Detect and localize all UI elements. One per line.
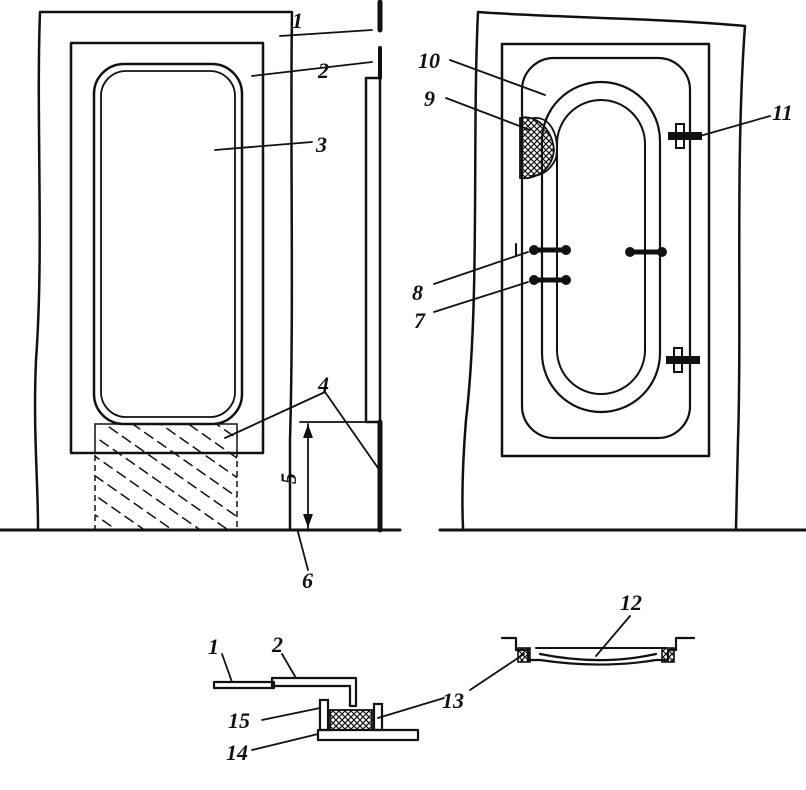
dimension-arrow-bottom <box>303 514 313 528</box>
leader-4 <box>224 391 379 469</box>
door-seal-right <box>661 647 675 663</box>
door-section-inner <box>538 652 658 662</box>
door-plate-outline <box>461 10 747 530</box>
label-6: 6 <box>302 568 313 593</box>
section-flange-left <box>318 698 330 732</box>
section-base-14 <box>316 728 420 742</box>
leader-9 <box>445 97 531 131</box>
leader-8 <box>433 251 529 285</box>
door-opening-inner <box>100 70 236 418</box>
clamp-right <box>625 247 667 257</box>
oval-stiffener-inner <box>556 99 646 395</box>
seal-hatched <box>519 116 555 180</box>
right-view: 10 9 11 8 7 <box>412 10 806 532</box>
leader-6 <box>297 531 309 571</box>
label-s1: 1 <box>208 634 219 659</box>
door-opening-outer <box>92 62 244 426</box>
label-15: 15 <box>228 708 250 733</box>
label-8: 8 <box>412 280 423 305</box>
leader-15 <box>261 707 321 721</box>
bottom-section: 1 2 15 14 13 <box>208 632 525 765</box>
leader-2 <box>251 61 373 77</box>
label-9: 9 <box>424 86 435 111</box>
leader-s1 <box>221 653 233 683</box>
leader-13a <box>377 697 445 719</box>
label-4: 4 <box>317 372 329 397</box>
hinge-upper <box>668 123 702 149</box>
leader-10 <box>449 59 546 96</box>
leader-7 <box>433 281 529 313</box>
leader-11 <box>699 115 771 137</box>
leader-1 <box>279 29 373 37</box>
clamp-7 <box>529 275 571 285</box>
leader-3 <box>214 141 313 151</box>
label-11: 11 <box>772 100 793 125</box>
sill-hatched-lower <box>94 452 238 531</box>
label-10: 10 <box>418 48 440 73</box>
left-view: 1 2 3 4 5 6 <box>0 0 402 593</box>
bulkhead-plate <box>33 10 294 530</box>
dimension-arrow-top <box>303 424 313 438</box>
leader-12 <box>595 615 631 657</box>
hinge-lower <box>666 347 700 373</box>
sill-hatched-upper <box>94 423 238 454</box>
label-7: 7 <box>414 308 426 333</box>
leader-13b <box>469 653 525 691</box>
label-14: 14 <box>226 740 248 765</box>
section-plate-1 <box>212 680 276 690</box>
leader-14 <box>251 733 319 751</box>
oval-stiffener-outer <box>540 80 662 414</box>
seal-edge <box>529 117 558 177</box>
label-2: 2 <box>317 58 329 83</box>
door-stiffener <box>520 56 692 440</box>
label-1: 1 <box>292 8 303 33</box>
section-packing-15 <box>329 709 373 731</box>
leader-s2 <box>281 653 297 679</box>
label-12: 12 <box>620 590 642 615</box>
section-frame-2 <box>270 676 358 708</box>
label-5: 5 <box>276 473 301 484</box>
door-leaf <box>500 42 711 458</box>
side-door-section <box>364 76 382 424</box>
door-seal-left <box>517 647 531 663</box>
label-3: 3 <box>315 132 327 157</box>
door-section-12: 12 <box>500 590 696 666</box>
clamp-8 <box>515 243 571 257</box>
label-13: 13 <box>442 688 464 713</box>
label-s2: 2 <box>271 632 283 657</box>
